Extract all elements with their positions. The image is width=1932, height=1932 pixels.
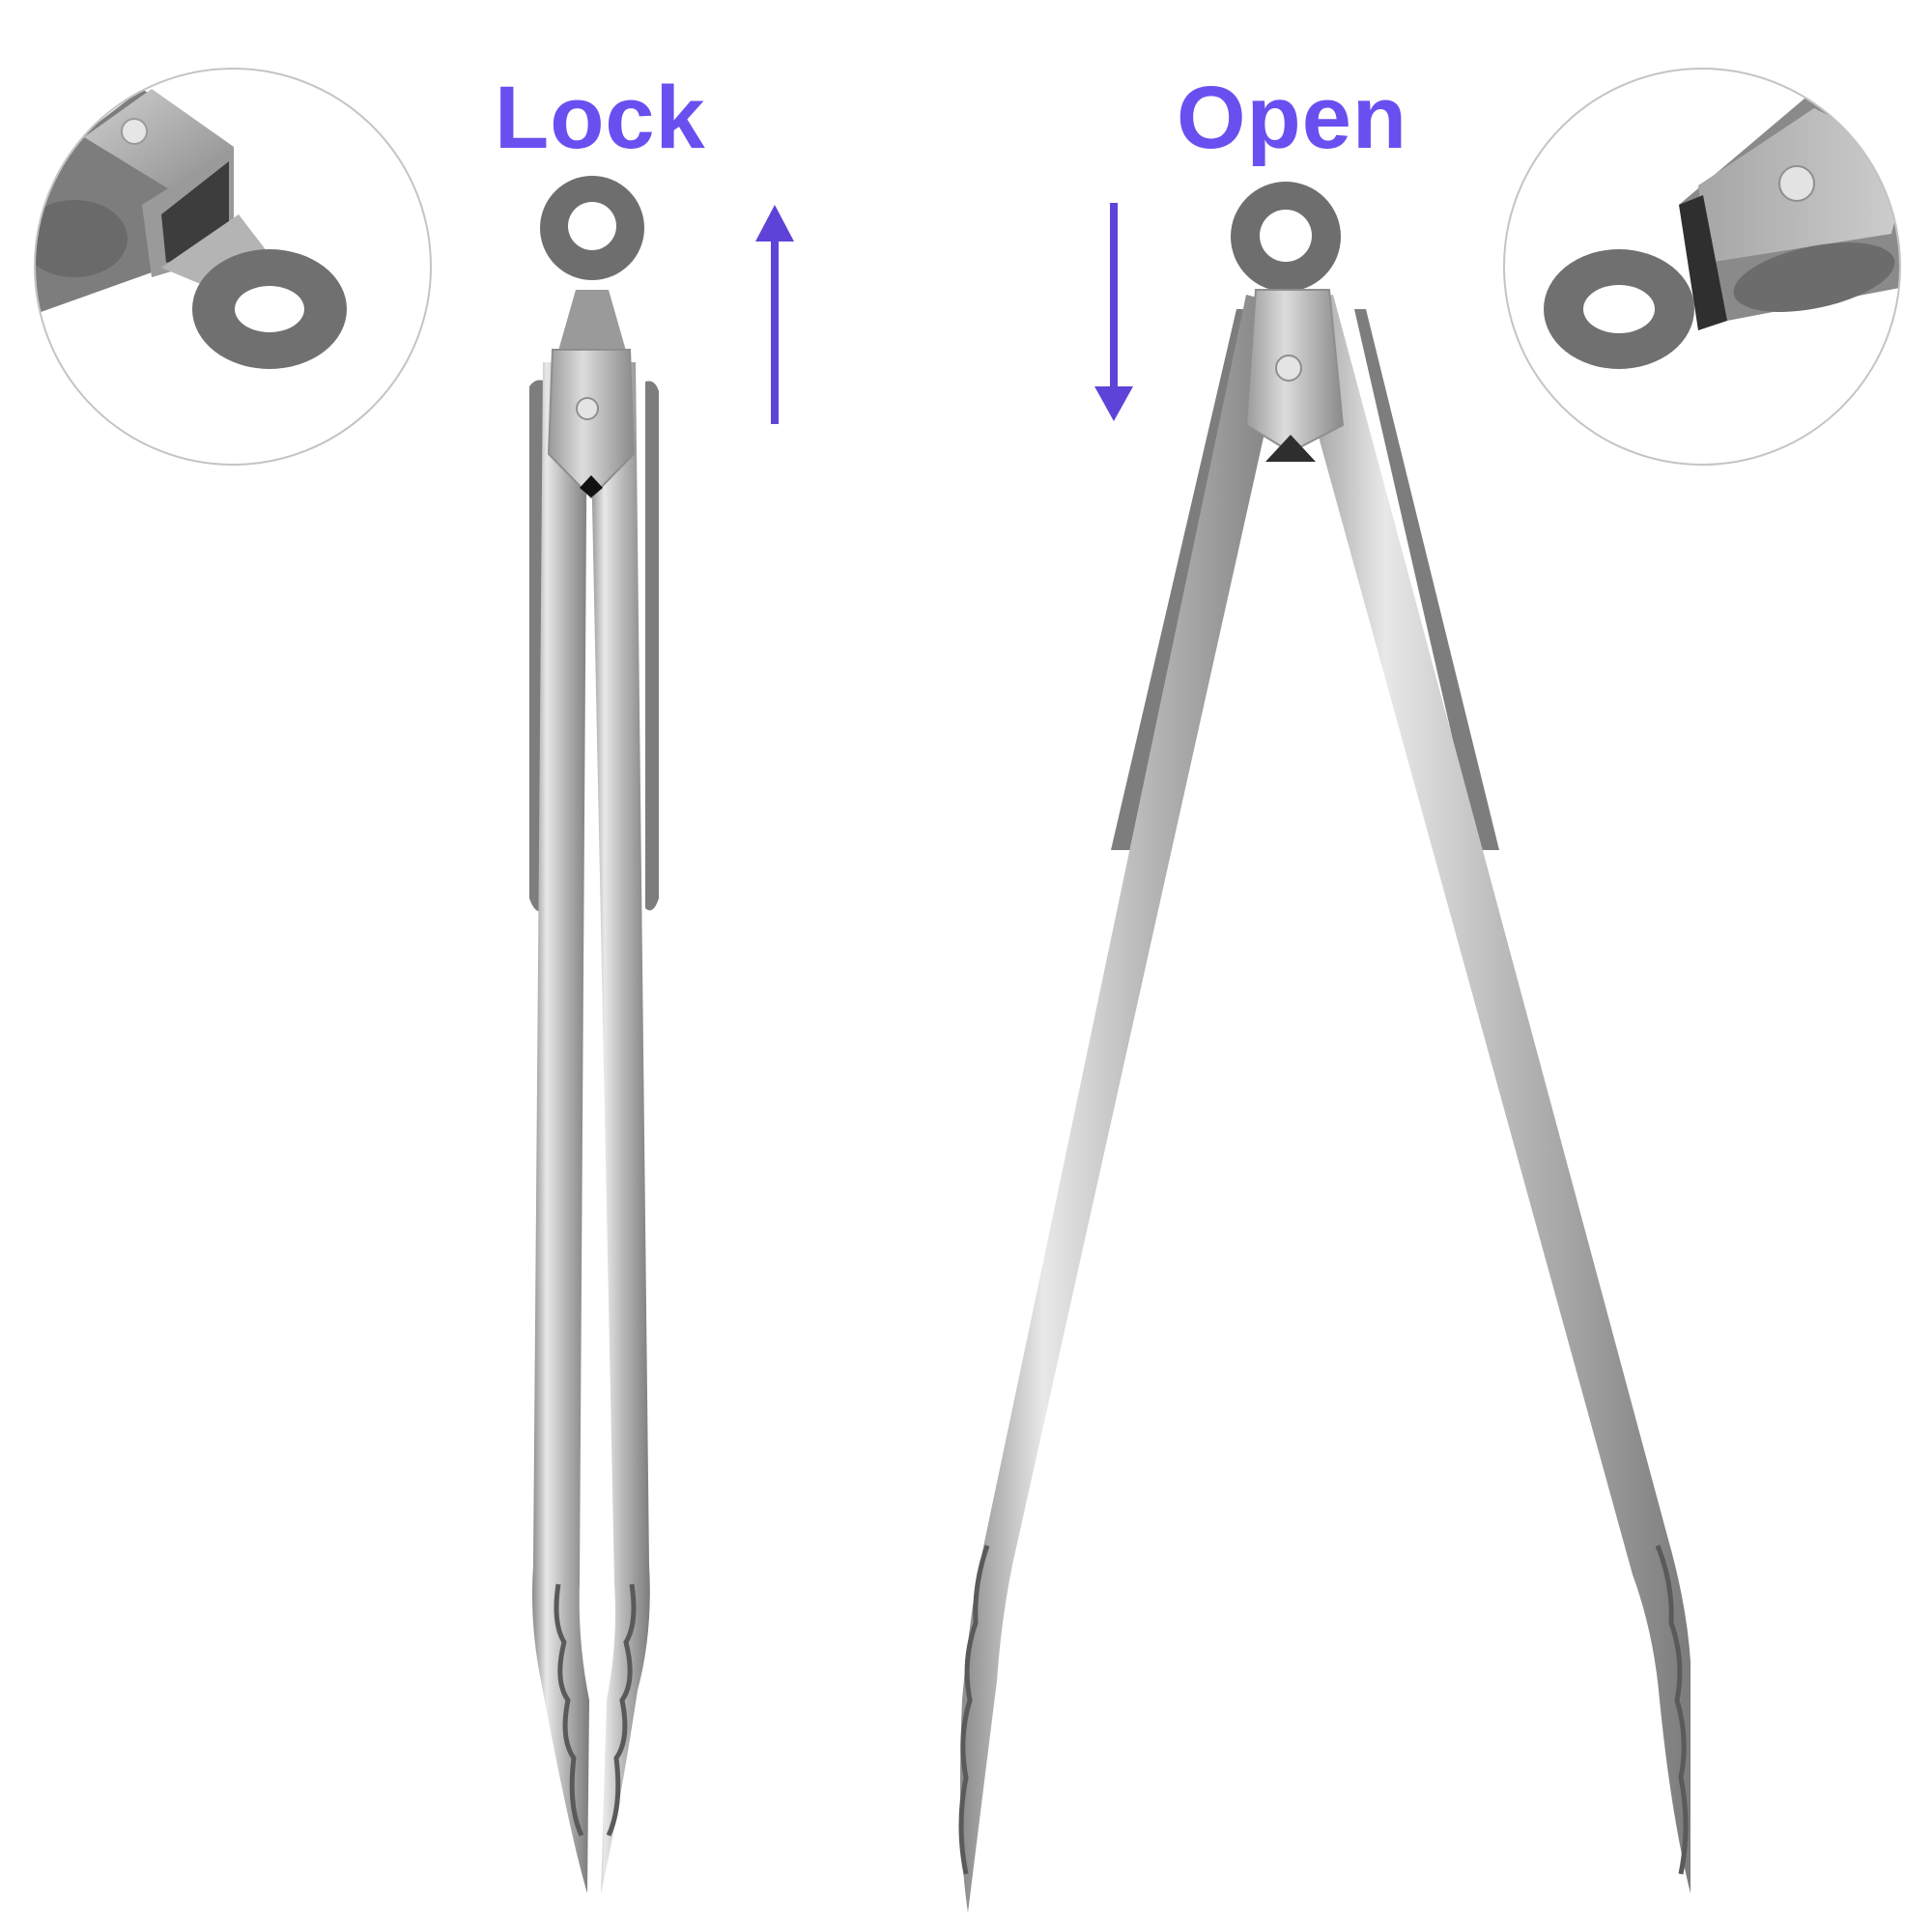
open-label: Open [1177, 69, 1408, 167]
lock-pull-ring [540, 176, 644, 357]
open-mechanism-closeup [1544, 99, 1899, 369]
locked-tongs [529, 176, 659, 1893]
lock-label: Lock [495, 69, 706, 167]
lock-detail-inset [34, 68, 432, 466]
arrow-down-icon [1094, 203, 1133, 421]
arrow-up-icon [755, 205, 794, 424]
open-detail-inset [1503, 68, 1901, 466]
lock-mechanism-closeup [36, 89, 347, 369]
open-pull-ring [1231, 182, 1341, 292]
open-tongs [958, 182, 1690, 1913]
